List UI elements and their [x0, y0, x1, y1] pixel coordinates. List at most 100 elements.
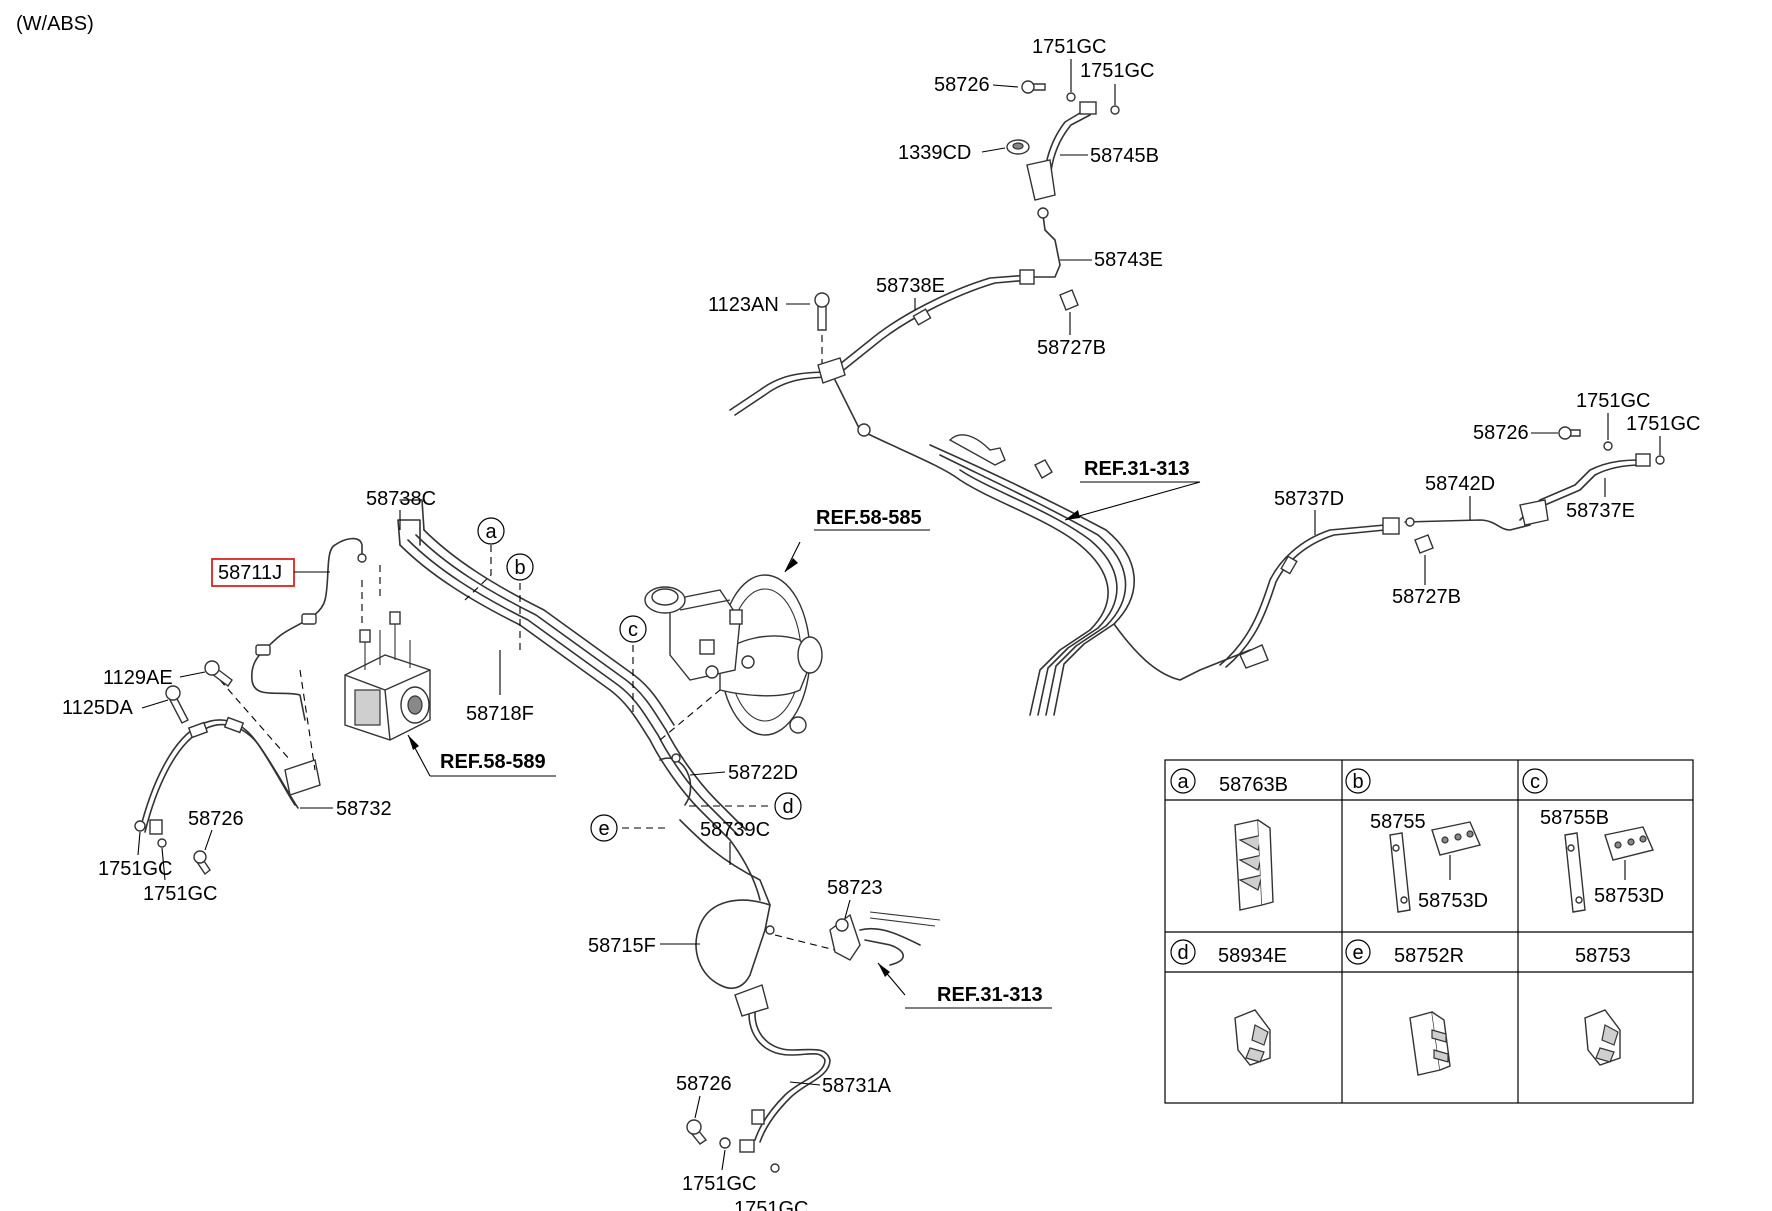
bracket-58723[interactable]: [829, 911, 941, 966]
pipe-58737D[interactable]: [1219, 517, 1400, 669]
fitting-58726-bottom[interactable]: [686, 1119, 708, 1145]
hose-58745B[interactable]: [1026, 101, 1097, 201]
part-label-58718F[interactable]: 58718F: [466, 703, 534, 725]
part-label-58722D[interactable]: 58722D: [728, 762, 798, 784]
part-label-1751GC-bottom2[interactable]: 1751GC: [734, 1198, 809, 1211]
ref-label-31-313-bottom[interactable]: REF.31-313: [937, 984, 1043, 1006]
part-label-58737E[interactable]: 58737E: [1566, 500, 1635, 522]
callout-d[interactable]: d: [774, 792, 802, 820]
ref-58-589-arrowhead: [408, 735, 419, 750]
pipe-58722D[interactable]: [659, 753, 692, 806]
bracket-1123AN[interactable]: [817, 357, 846, 384]
legend-key-b: b: [1352, 771, 1363, 793]
pipe-58738E[interactable]: [729, 269, 1035, 416]
pipe-58715F[interactable]: [695, 899, 775, 990]
leader-58723: [844, 899, 851, 919]
clip-1751GC-bottom2[interactable]: [770, 1163, 780, 1173]
grommet-1339CD[interactable]: [1006, 139, 1030, 155]
clip-1751GC-right1[interactable]: [1603, 441, 1613, 451]
part-label-58742D[interactable]: 58742D: [1425, 473, 1495, 495]
legend-part-58763B: 58763B: [1219, 774, 1288, 796]
part-label-1751GC-right1[interactable]: 1751GC: [1576, 390, 1651, 412]
legend-cell-b[interactable]: b 58755 58753D: [1345, 768, 1488, 913]
bolt-1125DA[interactable]: [165, 685, 189, 724]
clip-1751GC-left2[interactable]: [157, 838, 167, 848]
part-label-58727B-right[interactable]: 58727B: [1392, 586, 1461, 608]
clip-1751GC-bottom1[interactable]: [719, 1137, 731, 1149]
legend-part-58753D-b: 58753D: [1418, 890, 1488, 912]
part-label-58715F[interactable]: 58715F: [588, 935, 656, 957]
callout-a[interactable]: a: [477, 517, 505, 545]
abs-module[interactable]: [344, 611, 431, 741]
callout-e[interactable]: e: [590, 814, 618, 842]
part-label-58726-left[interactable]: 58726: [188, 808, 244, 830]
part-label-1751GC-left2[interactable]: 1751GC: [143, 883, 218, 905]
ref-label-58-589[interactable]: REF.58-589: [440, 751, 546, 773]
clip-1751GC-right2[interactable]: [1655, 455, 1665, 465]
legend-part-58753D-c: 58753D: [1594, 885, 1664, 907]
pipe-58742D[interactable]: [1404, 517, 1531, 531]
callout-d-text: d: [782, 796, 793, 818]
callout-b[interactable]: b: [506, 553, 534, 581]
legend-cell-58753[interactable]: 58753: [1575, 945, 1631, 1066]
clip-1751GC-top2[interactable]: [1110, 105, 1120, 115]
part-label-1751GC-bottom1[interactable]: 1751GC: [682, 1173, 757, 1195]
clip-58727B-right[interactable]: [1414, 534, 1434, 554]
part-label-58726-right[interactable]: 58726: [1473, 422, 1529, 444]
part-label-58711J[interactable]: 58711J: [218, 562, 282, 584]
legend-cell-c[interactable]: c 58755B 58753D: [1522, 768, 1664, 913]
ref-31-313-top-leader: [1064, 481, 1201, 521]
hose-58737E[interactable]: [1519, 453, 1651, 526]
hose-58732[interactable]: [139, 716, 321, 835]
legend-part-58755B: 58755B: [1540, 807, 1609, 829]
master-cylinder[interactable]: [644, 586, 755, 681]
callout-a-leader: [464, 545, 492, 601]
leader-1751GC-bottom1: [721, 1149, 726, 1171]
bolt-1129AE[interactable]: [204, 660, 233, 688]
part-label-58727B-top[interactable]: 58727B: [1037, 337, 1106, 359]
ref-58-585-arrowhead: [785, 558, 798, 572]
legend-cell-a[interactable]: a 58763B: [1170, 768, 1288, 911]
ref-label-31-313-top[interactable]: REF.31-313: [1084, 458, 1190, 480]
clip-58753-icon: [1584, 1009, 1621, 1066]
pipe-58711J[interactable]: [251, 537, 367, 721]
clip-58727B-top[interactable]: [1059, 289, 1079, 311]
hose-58731A[interactable]: [734, 984, 831, 1153]
part-label-1125DA[interactable]: 1125DA: [62, 697, 133, 719]
part-label-58731A[interactable]: 58731A: [822, 1075, 892, 1097]
part-label-58732[interactable]: 58732: [336, 798, 392, 820]
part-label-1751GC-top2[interactable]: 1751GC: [1080, 60, 1155, 82]
fitting-58726-left[interactable]: [193, 850, 211, 876]
part-label-1123AN[interactable]: 1123AN: [708, 294, 779, 316]
part-label-58745B[interactable]: 58745B: [1090, 145, 1159, 167]
pipe-58743E[interactable]: [1034, 207, 1061, 278]
ref-label-58-585[interactable]: REF.58-585: [816, 507, 922, 529]
legend-key-e: e: [1352, 942, 1363, 964]
part-label-58743E[interactable]: 58743E: [1094, 249, 1163, 271]
part-label-1751GC-top1[interactable]: 1751GC: [1032, 36, 1107, 58]
clip-1751GC-top1[interactable]: [1066, 92, 1076, 102]
part-label-58738C[interactable]: 58738C: [366, 488, 436, 510]
fitting-58726-right[interactable]: [1558, 426, 1581, 440]
rear-pipe-bundle[interactable]: [834, 379, 1251, 716]
part-label-58737D[interactable]: 58737D: [1274, 488, 1344, 510]
part-label-1339CD[interactable]: 1339CD: [898, 142, 971, 164]
legend-part-58752R: 58752R: [1394, 945, 1464, 967]
clip-1751GC-left1[interactable]: [134, 820, 146, 832]
callout-c[interactable]: c: [619, 615, 647, 643]
part-label-1129AE[interactable]: 1129AE: [103, 667, 173, 689]
part-label-58726-bottom[interactable]: 58726: [676, 1073, 732, 1095]
fitting-58726-top[interactable]: [1021, 80, 1046, 94]
part-label-58738E[interactable]: 58738E: [876, 275, 945, 297]
part-label-1751GC-left1[interactable]: 1751GC: [98, 858, 173, 880]
bolt-1123AN[interactable]: [814, 292, 830, 331]
ref-31-313-top-arrowhead: [1065, 510, 1080, 520]
part-label-58739C[interactable]: 58739C: [700, 819, 770, 841]
legend-cell-e[interactable]: e 58752R: [1345, 939, 1464, 1076]
part-label-1751GC-right2[interactable]: 1751GC: [1626, 413, 1701, 435]
pipe-58739C[interactable]: [679, 819, 771, 906]
part-label-58726-top[interactable]: 58726: [934, 74, 990, 96]
part-label-58723[interactable]: 58723: [827, 877, 883, 899]
legend-cell-d[interactable]: d 58934E: [1170, 939, 1287, 1066]
grommet-58753D-b-icon: [1431, 821, 1481, 880]
